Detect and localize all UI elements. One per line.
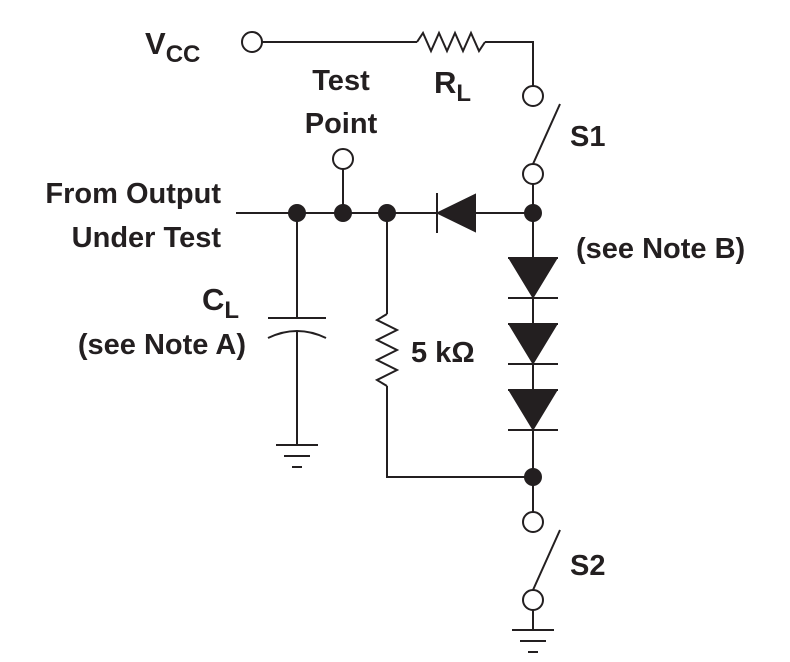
switch-s1 <box>522 85 561 213</box>
test-point-label-line2: Point <box>305 108 378 140</box>
vcc-label: VCC <box>145 26 200 68</box>
junction-node-diodes-top <box>524 204 542 222</box>
resistor-5k-bottom-wire <box>386 386 533 478</box>
resistor-5k-label: 5 kΩ <box>411 337 475 369</box>
s2-blade <box>532 529 561 591</box>
test-point <box>332 148 354 213</box>
s1-blade <box>532 103 561 165</box>
test-point-label-line1: Test <box>312 65 370 97</box>
s1-bottom-terminal <box>522 163 544 185</box>
switch-s2 <box>512 477 561 653</box>
junction-node-resistor <box>378 204 396 222</box>
vcc-terminal <box>241 31 263 53</box>
s1-label: S1 <box>570 121 605 153</box>
diode1-triangle <box>508 258 558 299</box>
vcc-branch <box>241 30 534 86</box>
from-output-label-line2: Under Test <box>72 222 222 254</box>
from-output-label-line1: From Output <box>45 178 221 210</box>
test-point-terminal <box>332 148 354 170</box>
resistor-5k-branch <box>374 213 533 478</box>
s2-top-terminal <box>522 511 544 533</box>
diode-stack <box>508 213 558 477</box>
junction-node-test-point <box>334 204 352 222</box>
series-diode-triangle <box>435 193 476 233</box>
load-capacitor <box>267 213 327 468</box>
resistor-5k <box>374 313 400 387</box>
rl-to-s1-wire <box>485 41 534 86</box>
load-resistor-rl <box>416 30 486 54</box>
rl-label: RL <box>434 65 471 107</box>
junction-node-capacitor <box>288 204 306 222</box>
cl-label: CL <box>202 282 239 324</box>
diode2-triangle <box>508 324 558 365</box>
diode3-triangle <box>508 390 558 431</box>
s2-label: S2 <box>570 550 605 582</box>
note-a-label: (see Note A) <box>78 329 246 361</box>
note-b-label: (see Note B) <box>576 233 745 265</box>
s2-bottom-terminal <box>522 589 544 611</box>
junction-node-diodes-bottom <box>524 468 542 486</box>
s1-top-terminal <box>522 85 544 107</box>
junction-nodes <box>288 204 542 486</box>
